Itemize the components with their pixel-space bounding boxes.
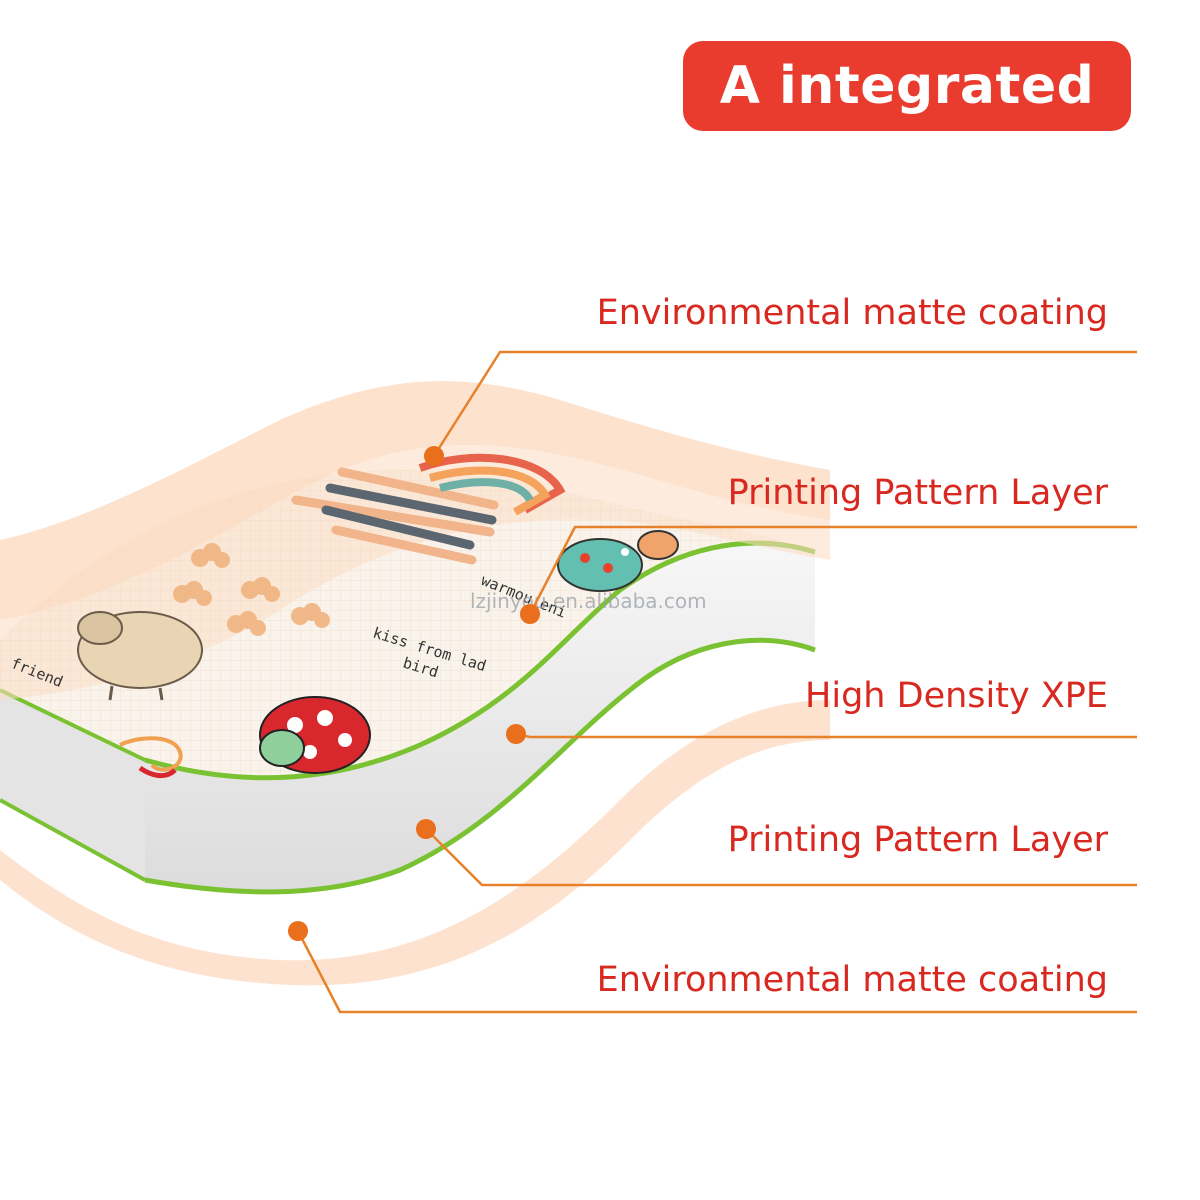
leader-line-4 [425, 828, 1137, 887]
layer-label-top-print: Printing Pattern Layer [727, 473, 1108, 513]
layer-label-xpe: High Density XPE [805, 676, 1108, 716]
marker-dot-1 [424, 446, 444, 466]
top-coating-layer [0, 381, 830, 620]
print-clouds [173, 543, 330, 636]
marker-dots [288, 446, 540, 941]
marker-dot-5 [288, 921, 308, 941]
marker-dot-4 [416, 819, 436, 839]
bottom-coating-layer [0, 700, 830, 986]
layer-label-bottom-coating: Environmental matte coating [596, 960, 1108, 1000]
print-stripes [291, 467, 499, 565]
xpe-foam-layer [0, 543, 815, 892]
leader-line-5 [296, 930, 1137, 1014]
print-ladybird [259, 696, 371, 774]
print-teal-bug [557, 530, 679, 592]
foam-front-face [0, 690, 145, 880]
title-text: A integrated [719, 56, 1095, 116]
print-swirl [119, 736, 183, 772]
watermark: lzjinyou.en.alibaba.com [470, 589, 707, 613]
marker-dot-3 [506, 724, 526, 744]
bottom-green-edge [144, 637, 816, 895]
top-green-edge [144, 540, 816, 781]
layer-label-bottom-print: Printing Pattern Layer [727, 820, 1108, 860]
marker-dot-2 [520, 604, 540, 624]
print-sheep [77, 611, 203, 701]
leader-line-1 [432, 350, 1137, 457]
layer-label-top-coating: Environmental matte coating [596, 293, 1108, 333]
leader-line-2 [528, 525, 1137, 615]
title-badge: A integrated [683, 41, 1131, 131]
